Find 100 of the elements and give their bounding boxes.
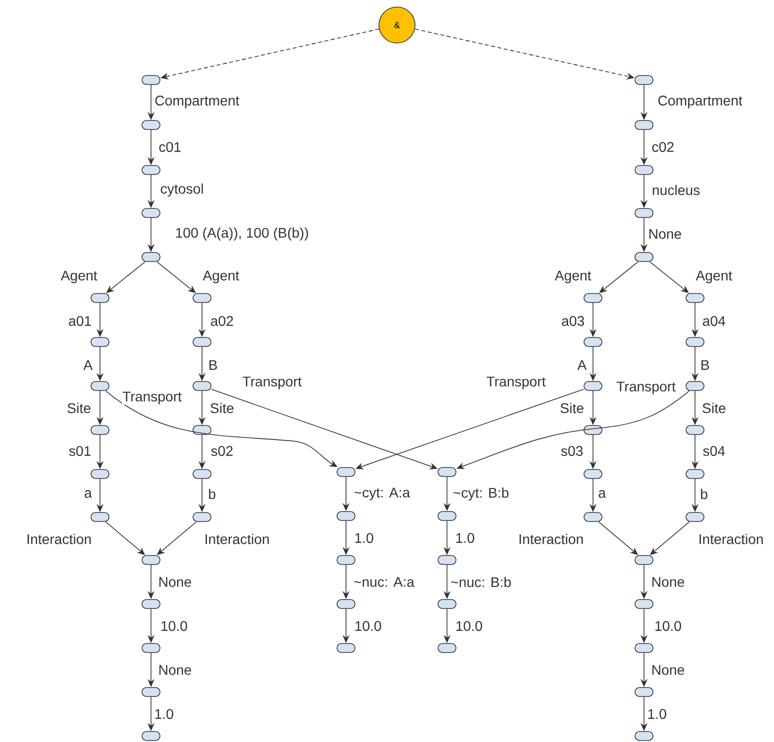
node-pill [90, 381, 110, 391]
edge-label: ~nuc: A:a [353, 576, 415, 588]
node-pill [584, 469, 602, 479]
edge-label: ~cyt: A:a [353, 487, 411, 501]
node-pill [584, 425, 602, 435]
edge-label: 10.0 [454, 620, 484, 632]
edge-label: Compartment [657, 95, 743, 109]
node-pill [686, 337, 704, 347]
node-pill [142, 208, 160, 218]
edge-label: s04 [702, 446, 726, 456]
node-pill [192, 425, 212, 435]
node-pill [584, 381, 602, 391]
edge-label: None [650, 576, 686, 588]
node-pill [634, 643, 654, 653]
edge-label: Agent [202, 270, 240, 284]
edge-label: cytosol [160, 182, 204, 198]
node-pill [634, 120, 654, 130]
node-pill [438, 555, 456, 565]
node-pill [438, 599, 456, 609]
node-pill [686, 293, 704, 303]
edge-label: nucleus [651, 184, 701, 196]
node-pill [686, 425, 704, 435]
node-pill [336, 511, 356, 521]
edge-label: Transport [242, 376, 302, 390]
edge-label: Site [559, 402, 585, 414]
edge-label: 10.0 [354, 620, 382, 632]
edge-label: ~cyt: B:b [452, 486, 510, 502]
node-pill [142, 555, 160, 565]
edge-label: a03 [560, 316, 586, 326]
edge-label: 1.0 [154, 708, 174, 720]
edge-label: b [700, 488, 708, 500]
edge-label: Transport [616, 381, 676, 395]
edge-label: Transport [122, 391, 182, 405]
node-pill [90, 425, 110, 435]
node-pill [438, 511, 456, 521]
edge-label: None [650, 664, 686, 676]
edge-label: a [84, 490, 92, 498]
edge-label: Site [209, 402, 235, 414]
node-pill [336, 467, 356, 477]
node-pill [634, 687, 654, 697]
edge-label: B [208, 360, 218, 370]
node-pill [686, 381, 704, 391]
node-pill [336, 599, 356, 609]
edge-label: s02 [210, 446, 234, 456]
node-pill [142, 252, 160, 262]
edge-label: Agent [695, 270, 733, 284]
edge-label: Interaction [518, 533, 584, 545]
node-pill [686, 469, 704, 479]
edge-label: ~nuc: B:b [450, 576, 512, 588]
node-pill [584, 337, 602, 347]
node-pill [336, 643, 356, 653]
node-pill [142, 75, 160, 85]
edge-label: A [82, 360, 94, 370]
edge-label: 1.0 [354, 532, 374, 544]
node-pill [142, 599, 160, 609]
node-pill [438, 643, 456, 653]
edge-label: s03 [560, 446, 584, 456]
node-pill [90, 337, 110, 347]
node-pill [634, 208, 654, 218]
edge-label: s01 [68, 446, 92, 456]
edge-label: Compartment [154, 95, 240, 109]
edge-label: 100 (A(a)), 100 (B(b)) [174, 226, 310, 242]
edge-label: B [700, 360, 710, 370]
node-pill [634, 599, 654, 609]
node-pill [90, 469, 110, 479]
node-pill [142, 165, 160, 175]
edge-label: None [158, 664, 192, 676]
edge-label: 1.0 [646, 708, 668, 720]
node-pill [584, 512, 602, 522]
node-pill [90, 512, 110, 522]
edge-label: Interaction [698, 533, 764, 545]
edge-label: b [208, 488, 216, 500]
node-pill [634, 165, 654, 175]
edge-label: None [158, 576, 192, 588]
node-pill [192, 512, 212, 522]
edge-label: Site [701, 402, 727, 414]
edge-label: c01 [158, 142, 182, 152]
edge-label: 10.0 [654, 620, 682, 632]
node-pill [634, 555, 654, 565]
edge-label: a01 [68, 316, 92, 326]
edge-label: A [576, 360, 588, 370]
node-pill [142, 643, 160, 653]
node-pill [192, 337, 212, 347]
node-pill [336, 555, 356, 565]
edge-label: a02 [210, 316, 234, 326]
node-pill [584, 293, 602, 303]
edge-label: Interaction [204, 533, 270, 545]
node-pill [142, 687, 160, 697]
node-pill [634, 731, 654, 741]
edge-label: Agent [60, 270, 98, 284]
edge-label: a [598, 490, 606, 498]
node-pill [192, 469, 212, 479]
node-pill [438, 467, 456, 477]
edge-label: None [648, 228, 682, 240]
edge-label: 1.0 [454, 532, 476, 544]
edge-label: 10.0 [160, 620, 188, 632]
node-pill [142, 120, 160, 130]
node-pill [686, 512, 704, 522]
node-pill [192, 293, 212, 303]
node-pill [634, 252, 654, 262]
